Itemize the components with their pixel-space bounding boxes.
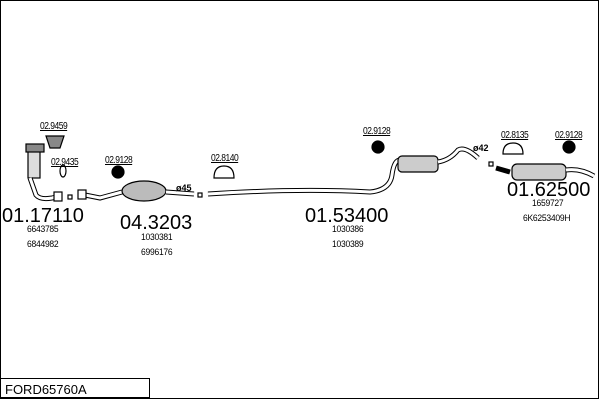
rubber-mount-icon	[111, 165, 125, 179]
oe-number: 1030381	[141, 232, 173, 243]
oe-number: 6996176	[141, 247, 173, 258]
oe-number: 6K6253409H	[523, 213, 571, 224]
front-pipe-drawing	[25, 143, 73, 202]
diagram-code: FORD65760A	[0, 378, 150, 398]
oe-number: 1030386	[332, 224, 364, 235]
accessory-label: 02.8135	[501, 130, 529, 141]
accessory-label: 02.9128	[363, 126, 391, 137]
diameter-label: ø45	[176, 183, 192, 193]
middle-silencer-drawing	[207, 146, 494, 197]
accessory-label: 02.9128	[105, 155, 133, 166]
rubber-mount-icon	[371, 140, 385, 154]
accessory-label: 02.9459	[40, 121, 68, 132]
hanger-icon	[213, 165, 235, 179]
gasket-icon	[45, 135, 65, 149]
part-number: 01.17110	[2, 205, 84, 227]
accessory-label: 02.9435	[51, 157, 79, 168]
accessory-label: 02.8140	[211, 153, 239, 164]
accessory-label: 02.9128	[555, 130, 583, 141]
oe-number: 6643785	[27, 224, 59, 235]
oe-number: 1659727	[532, 198, 564, 209]
oe-number: 1030389	[332, 239, 364, 250]
catalyst-drawing	[77, 180, 203, 202]
hanger-icon	[502, 142, 524, 155]
part-number: 01.62500	[507, 179, 591, 201]
oe-number: 6844982	[27, 239, 59, 250]
part-number: 04.3203	[120, 212, 193, 234]
rear-silencer-drawing	[495, 163, 596, 181]
ring-icon	[59, 164, 67, 178]
diameter-label: ø42	[473, 143, 489, 153]
part-number: 01.53400	[305, 205, 389, 227]
rubber-mount-icon	[562, 140, 576, 154]
